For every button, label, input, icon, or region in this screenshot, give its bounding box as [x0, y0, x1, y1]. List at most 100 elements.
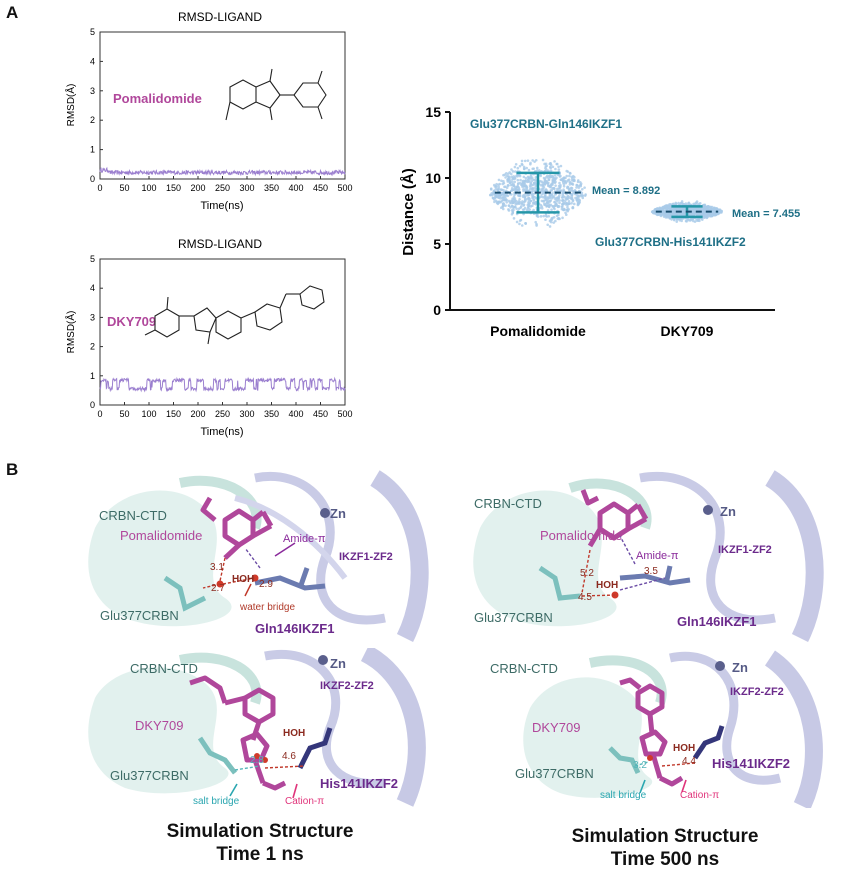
distance-point — [552, 221, 556, 224]
distance-point — [578, 201, 581, 204]
distance-point — [525, 197, 529, 201]
distance-point — [555, 202, 558, 206]
distance-point — [718, 210, 722, 214]
distance-point — [672, 217, 676, 221]
label-ligand: DKY709 — [135, 718, 184, 733]
distance-point — [510, 180, 514, 184]
distance-point — [554, 167, 557, 171]
distance-point — [554, 219, 557, 223]
distance-point — [553, 207, 556, 211]
x-tick-label: 350 — [264, 183, 279, 193]
distance-point — [552, 177, 555, 180]
distance-point — [500, 191, 503, 195]
label-zn: Zn — [330, 506, 346, 521]
distance-point — [498, 200, 501, 204]
distance-point — [527, 206, 530, 210]
distance-point — [530, 189, 534, 193]
distance-point — [567, 208, 570, 211]
distance-point — [542, 214, 545, 218]
distance-point — [510, 193, 513, 196]
distance-point — [581, 194, 584, 197]
distance-point — [507, 204, 511, 207]
distance-point — [529, 177, 532, 180]
distance-point — [548, 199, 552, 203]
distance-point — [522, 175, 526, 179]
series-label-pomalidomide: Glu377CRBN-Gln146IKZF1 — [470, 117, 622, 131]
distance-point — [661, 205, 665, 209]
distance-point — [523, 195, 527, 199]
distance-point — [559, 164, 563, 168]
distance-point — [511, 201, 515, 205]
distance-point — [549, 189, 553, 192]
y-tick-label: 5 — [433, 236, 441, 252]
distance-point — [534, 220, 537, 224]
distance-point — [552, 180, 555, 183]
distance-point — [502, 181, 506, 185]
distance-point — [509, 172, 513, 176]
distance-point — [518, 164, 522, 168]
distance-point — [555, 176, 558, 180]
distance-point — [513, 177, 516, 180]
label-interaction: Cation-π — [680, 790, 720, 801]
distance-point — [663, 213, 666, 217]
distance-point — [513, 197, 517, 200]
distance-point — [529, 185, 532, 189]
distance-point — [535, 222, 538, 226]
distance-point — [559, 178, 563, 181]
label-zn: Zn — [732, 660, 748, 675]
label-glu: Glu377CRBN — [110, 768, 189, 783]
distance-point — [571, 174, 575, 178]
distance-point — [673, 212, 676, 216]
protein-cartoon-image — [523, 650, 823, 808]
label-zn: Zn — [720, 504, 736, 519]
distance-point — [547, 178, 551, 182]
distance-point — [545, 201, 549, 205]
distance-point — [571, 206, 574, 210]
distance-point — [561, 198, 565, 202]
y-tick-label: 3 — [90, 86, 95, 96]
distance-point — [570, 182, 574, 186]
distance-point — [513, 180, 517, 184]
distance-point — [491, 196, 495, 200]
distance-point — [540, 189, 543, 192]
distance-point — [558, 199, 561, 202]
distance-point — [573, 188, 577, 192]
distance-point — [566, 186, 569, 190]
distance-point — [691, 211, 695, 214]
label-glu: Glu377CRBN — [515, 766, 594, 781]
label-d2: 2.7 — [211, 583, 225, 594]
distance-point — [531, 159, 534, 162]
distance-point — [570, 179, 574, 182]
distance-point — [532, 201, 535, 205]
x-tick-label: 500 — [337, 409, 352, 419]
dky709-structure-image — [144, 285, 325, 345]
distance-point — [525, 166, 528, 170]
distance-point — [566, 205, 569, 209]
label-partner: IKZF1-ZF2 — [718, 544, 772, 556]
series-label-dky709: Glu377CRBN-His141IKZF2 — [595, 235, 746, 249]
distance-point — [540, 205, 544, 208]
panel-letter-b: B — [6, 460, 19, 479]
distance-point — [564, 199, 567, 202]
chart-title: RMSD-LIGAND — [178, 237, 262, 251]
distance-point — [547, 181, 550, 185]
distance-point — [508, 179, 512, 183]
structure-render-dky709-1ns: CRBN-CTD Zn IKZF2-ZF2 DKY709 HOH 4.6 2.8… — [85, 648, 430, 808]
x-tick-label: 100 — [141, 183, 156, 193]
distance-point — [568, 174, 571, 178]
distance-point — [523, 179, 527, 183]
distance-point — [497, 183, 500, 186]
distance-point — [679, 202, 683, 205]
distance-point — [506, 184, 510, 187]
mean-sd-bars — [494, 171, 719, 219]
distance-point — [562, 188, 565, 191]
distance-point — [661, 210, 665, 213]
distance-point — [521, 163, 524, 167]
distance-point — [712, 210, 716, 214]
distance-point — [543, 203, 546, 207]
distance-point — [500, 188, 503, 191]
y-tick-label: 4 — [90, 283, 95, 293]
distance-point — [548, 195, 552, 199]
